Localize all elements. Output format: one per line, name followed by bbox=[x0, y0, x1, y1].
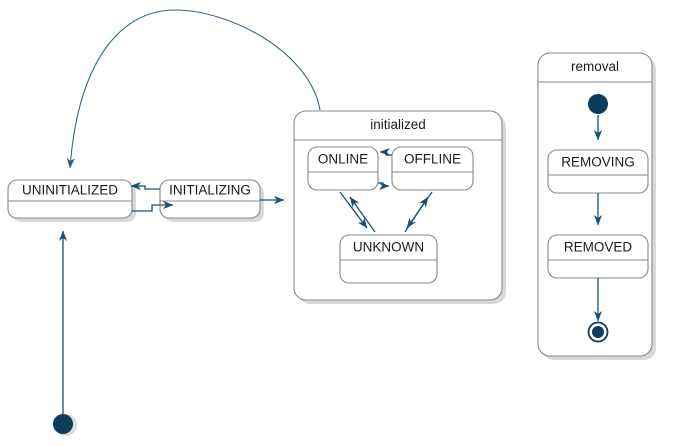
initial-state-node-removal[interactable] bbox=[588, 94, 608, 114]
state-uninitialized[interactable]: UNINITIALIZED bbox=[7, 179, 133, 219]
transition-online-to-offline bbox=[378, 181, 390, 191]
state-unknown[interactable]: UNKNOWN bbox=[339, 234, 438, 284]
transition-offline-to-online bbox=[379, 147, 392, 157]
composite-removal-body bbox=[537, 52, 653, 357]
composite-state-removal[interactable]: removal bbox=[537, 52, 653, 357]
state-offline[interactable]: OFFLINE bbox=[391, 146, 474, 191]
state-online[interactable]: ONLINE bbox=[307, 146, 379, 191]
state-removing-label: REMOVING bbox=[561, 155, 635, 170]
transition-unknown-to-online bbox=[349, 196, 376, 233]
state-removing[interactable]: REMOVING bbox=[547, 149, 649, 194]
composite-initialized-title: initialized bbox=[370, 117, 426, 132]
final-state-inner-dot bbox=[592, 326, 604, 338]
final-state-node-removal[interactable] bbox=[587, 321, 609, 343]
composite-removal-title: removal bbox=[571, 59, 619, 74]
state-removed[interactable]: REMOVED bbox=[547, 234, 649, 279]
transition-uninitialized-to-initializing bbox=[132, 200, 174, 212]
transition-initializing-to-uninitialized bbox=[130, 181, 160, 191]
initial-state-node-main[interactable] bbox=[53, 414, 73, 434]
state-removed-label: REMOVED bbox=[564, 240, 633, 255]
state-initializing-body bbox=[159, 179, 261, 219]
transition-unknown-to-offline bbox=[404, 196, 429, 233]
state-initializing-label: INITIALIZING bbox=[169, 183, 251, 198]
transition-online-to-unknown bbox=[339, 191, 368, 229]
state-online-body bbox=[307, 146, 379, 191]
state-uninitialized-label: UNINITIALIZED bbox=[22, 183, 118, 198]
state-unknown-body bbox=[339, 234, 438, 284]
final-state-outer-ring bbox=[587, 321, 609, 343]
state-offline-label: OFFLINE bbox=[404, 152, 461, 167]
transition-initialized-to-uninitialized bbox=[66, 9, 321, 169]
state-offline-body bbox=[391, 146, 474, 191]
state-initializing[interactable]: INITIALIZING bbox=[159, 179, 261, 219]
state-unknown-label: UNKNOWN bbox=[353, 240, 424, 255]
state-uninitialized-body bbox=[7, 179, 133, 219]
state-online-label: ONLINE bbox=[318, 152, 368, 167]
